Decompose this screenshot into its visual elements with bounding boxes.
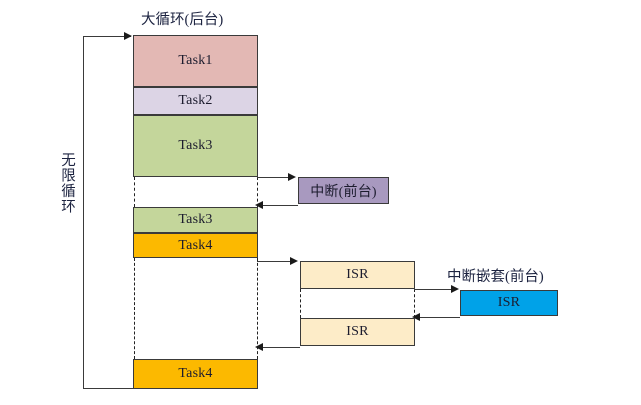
isr-second-block[interactable]: ISR: [300, 318, 415, 346]
interrupt-block[interactable]: 中断(前台): [298, 177, 389, 204]
interrupt-label: 中断(前台): [310, 184, 377, 200]
loop-bottom-line: [83, 388, 133, 389]
interrupt-return-arrowhead: [255, 200, 263, 209]
task3-resume-label: Task3: [178, 212, 213, 227]
dashed-guide-left-lower: [134, 258, 135, 359]
nested-isr-return-arrowhead: [412, 312, 420, 321]
isr-nested-block[interactable]: ISR: [460, 290, 558, 316]
isr-return-arrowhead: [255, 342, 263, 351]
isr-first-label: ISR: [346, 267, 369, 282]
task3-resume-block[interactable]: Task3: [133, 207, 258, 233]
interrupt-return-line: [262, 205, 298, 206]
dashed-guide-right-upper: [257, 177, 258, 207]
infinite-loop-label: 无限循环: [59, 152, 75, 214]
loop-top-arrowhead: [124, 31, 132, 40]
task4-label: Task4: [178, 237, 213, 253]
isr-return-line: [262, 347, 300, 348]
nested-isr-enter-line: [414, 289, 456, 290]
task3-block[interactable]: Task3: [133, 115, 258, 177]
task4-resume-block[interactable]: Task4: [133, 359, 258, 389]
task4-resume-label: Task4: [178, 366, 213, 381]
interrupt-enter-arrowhead: [288, 172, 296, 181]
background-loop-title: 大循环(后台): [141, 12, 224, 28]
dashed-guide-isr-right: [414, 289, 415, 318]
task3-label: Task3: [178, 138, 213, 153]
dashed-guide-isr-left: [300, 289, 301, 318]
isr-nested-label: ISR: [497, 295, 521, 310]
nested-isr-enter-arrowhead: [451, 284, 459, 293]
task2-label: Task2: [178, 93, 213, 108]
loop-top-line: [83, 36, 131, 37]
task2-block[interactable]: Task2: [133, 87, 258, 115]
nested-isr-return-line: [419, 317, 460, 318]
task4-block[interactable]: Task4: [133, 233, 258, 258]
isr-enter-arrowhead: [290, 256, 298, 265]
isr-first-block[interactable]: ISR: [300, 261, 415, 289]
dashed-guide-left-upper: [134, 177, 135, 207]
isr-enter-line: [257, 261, 295, 262]
task1-label: Task1: [178, 53, 213, 68]
nested-interrupt-title: 中断嵌套(前台): [447, 269, 544, 285]
dashed-guide-right-lower: [257, 258, 258, 359]
interrupt-enter-line: [257, 177, 293, 178]
loop-spine-line: [83, 36, 84, 389]
task1-block[interactable]: Task1: [133, 35, 258, 87]
isr-second-label: ISR: [346, 324, 369, 339]
